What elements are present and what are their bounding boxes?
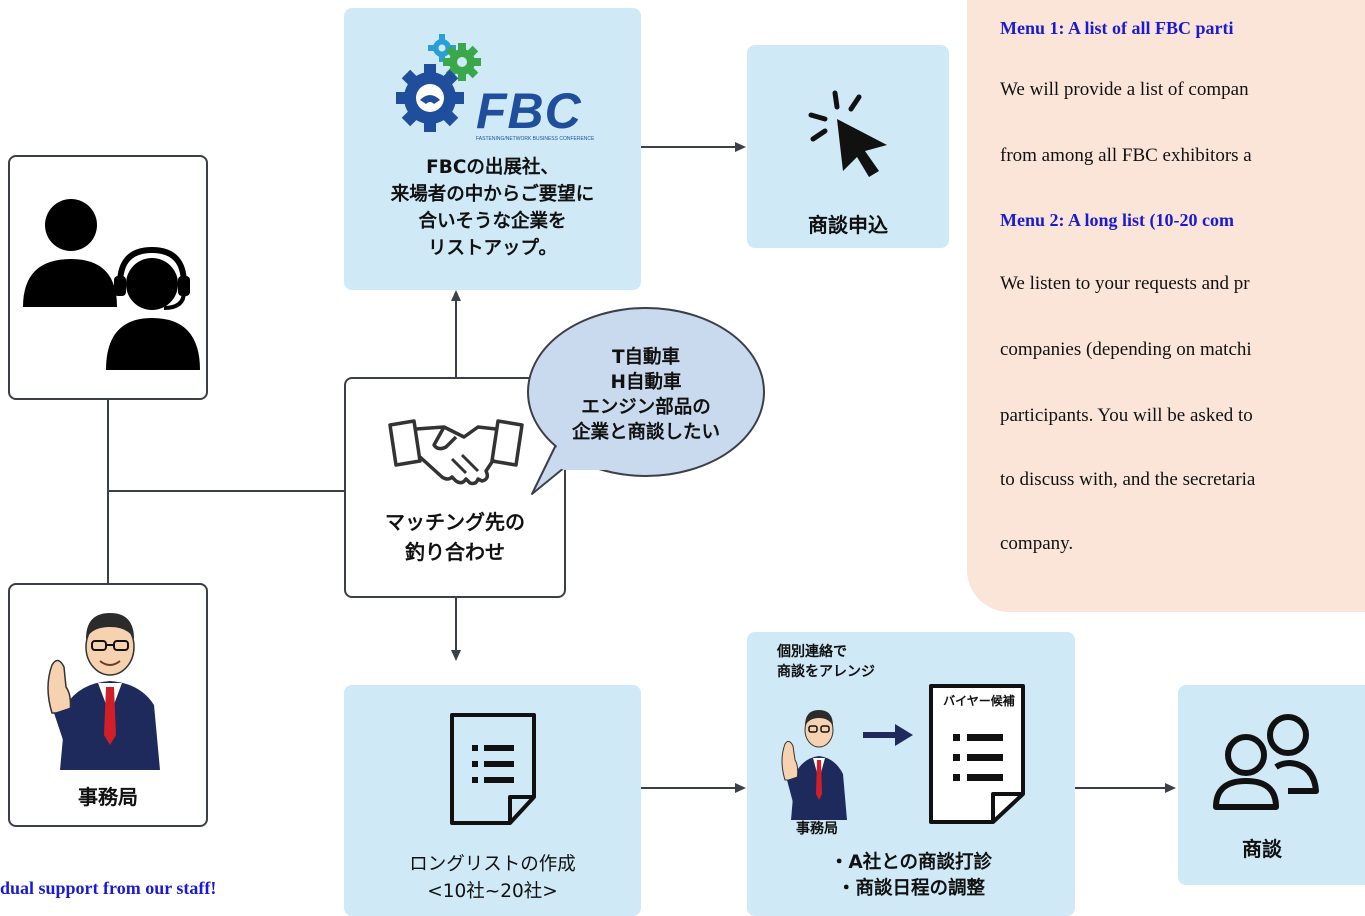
bubble-line-4: 企業と商談したい xyxy=(571,422,720,443)
arrow-right-to-arrange xyxy=(735,783,746,793)
buyer-candidate-document-icon xyxy=(929,684,1025,824)
matching-description: マッチング先の 釣り合わせ xyxy=(346,507,564,567)
handshake-icon xyxy=(388,419,524,486)
longlist-line-1: ロングリストの作成 xyxy=(409,854,576,875)
footer-support-text: dual support from our staff! xyxy=(0,878,217,898)
matching-box: マッチング先の 釣り合わせ xyxy=(344,377,566,598)
business-meeting-box: 商談 xyxy=(1178,685,1365,885)
bubble-line-2: H自動車 xyxy=(610,372,682,393)
fbc-logo-text: FBC xyxy=(476,83,582,139)
arrow-right-to-apply xyxy=(735,142,746,152)
menu-description-panel: Menu 1: A list of all FBC parti We will … xyxy=(967,0,1365,612)
fbc-logo-subtext: FASTENING/NETWORK BUSINESS CONFERENCE xyxy=(476,136,595,142)
connector-to-matching xyxy=(107,490,344,492)
arrange-note-line-1: 個別連絡で xyxy=(777,644,847,660)
user-operator-box xyxy=(8,155,208,400)
secretariat-box: 事務局 xyxy=(8,583,208,827)
menu1-heading: Menu 1: A list of all FBC parti xyxy=(1000,18,1234,38)
arrange-bullets: ・A社との商談打診 ・商談日程の調整 xyxy=(747,850,1075,902)
connector-matching-to-fbc xyxy=(455,300,457,377)
fbc-listing-box: FBC FASTENING/NETWORK BUSINESS CONFERENC… xyxy=(344,8,641,290)
bubble-text: T自動車 H自動車 エンジン部品の 企業と商談したい xyxy=(529,345,763,445)
meeting-label: 商談 xyxy=(1242,837,1282,861)
apply-label: 商談申込 xyxy=(808,213,888,237)
secretariat-label: 事務局 xyxy=(78,785,138,809)
menu2-line-1: We listen to your requests and pr xyxy=(1000,273,1250,294)
staff-person-small-illustration xyxy=(781,710,847,820)
menu2-line-4: to discuss with, and the secretaria xyxy=(1000,469,1256,490)
fbc-line-4: リストアップ。 xyxy=(428,238,557,259)
fbc-line-1: FBCの出展社、 xyxy=(426,157,559,178)
arrange-staff-label: 事務局 xyxy=(796,821,838,837)
headset-operator-icon xyxy=(106,246,200,370)
connector-longlist-to-arrange xyxy=(641,787,737,789)
people-icon xyxy=(1213,714,1319,810)
longlist-description: ロングリストの作成 <10社~20社> xyxy=(344,851,641,905)
longlist-line-2: <10社~20社> xyxy=(427,881,558,902)
buyer-candidate-label: バイヤー候補 xyxy=(943,694,1015,708)
person-icon xyxy=(23,199,117,307)
menu2-heading: Menu 2: A long list (10-20 com xyxy=(1000,210,1234,230)
arrange-bullet-1: ・A社との商談打診 xyxy=(829,852,993,873)
connector-fbc-to-apply xyxy=(641,146,737,148)
bubble-seam-cover xyxy=(556,440,616,470)
arrow-right-icon xyxy=(863,724,913,746)
matching-line-2: 釣り合わせ xyxy=(405,540,505,564)
menu1-line-2: from among all FBC exhibitors a xyxy=(1000,145,1252,166)
menu2-line-5: company. xyxy=(1000,533,1074,554)
arrange-top-note: 個別連絡で 商談をアレンジ xyxy=(777,642,875,682)
menu2-line-2: companies (depending on matchi xyxy=(1000,339,1252,360)
document-list-icon xyxy=(450,713,536,825)
staff-person-illustration xyxy=(47,613,160,770)
arrow-up-to-fbc xyxy=(451,290,461,301)
connector-arrange-to-meeting xyxy=(1075,787,1167,789)
arrow-down-to-longlist xyxy=(451,650,461,661)
fbc-gear-logo-icon xyxy=(396,34,481,132)
connector-matching-to-longlist xyxy=(455,598,457,652)
arrange-meeting-box: 個別連絡で 商談をアレンジ バイヤー候補 事務局 ・A社との商談打診 ・商談日程… xyxy=(747,632,1075,916)
fbc-description: FBCの出展社、 来場者の中からご要望に 合いそうな企業を リストアップ。 xyxy=(344,154,641,262)
arrange-bullet-2: ・商談日程の調整 xyxy=(836,878,985,899)
matching-line-1: マッチング先の xyxy=(385,510,525,534)
fbc-line-3: 合いそうな企業を xyxy=(418,211,567,232)
arrow-right-to-meeting xyxy=(1165,783,1176,793)
cursor-click-icon xyxy=(808,90,887,177)
menu2-line-3: participants. You will be asked to xyxy=(1000,405,1253,426)
longlist-box: ロングリストの作成 <10社~20社> xyxy=(344,685,641,916)
bubble-line-3: エンジン部品の xyxy=(581,397,711,418)
fbc-line-2: 来場者の中からご要望に xyxy=(390,184,595,205)
bubble-line-1: T自動車 xyxy=(611,347,681,368)
meeting-application-box: 商談申込 xyxy=(747,45,949,248)
request-speech-bubble: T自動車 H自動車 エンジン部品の 企業と商談したい xyxy=(527,307,765,477)
arrange-note-line-2: 商談をアレンジ xyxy=(777,664,875,680)
menu1-line-1: We will provide a list of compan xyxy=(1000,79,1249,100)
